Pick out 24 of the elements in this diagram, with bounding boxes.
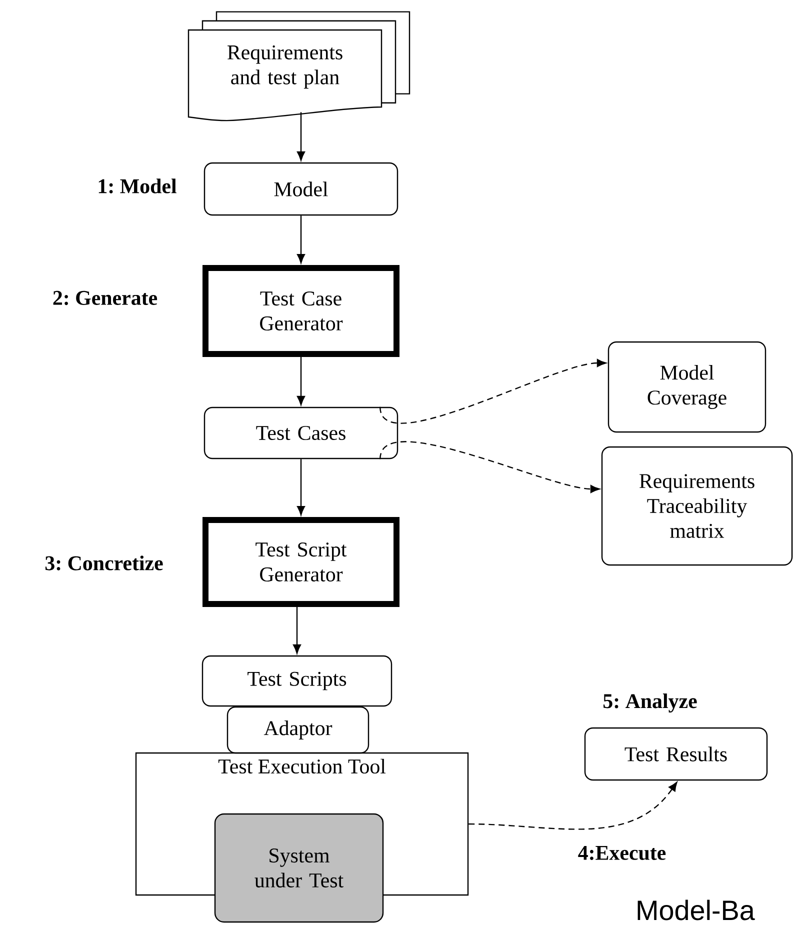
process-box: Test Case Generator [202, 265, 400, 357]
rounded-box: Test Cases [204, 406, 398, 460]
process-box: Test Script Generator [202, 517, 400, 607]
arrow [296, 216, 305, 264]
arrow [380, 359, 606, 424]
title-fragment: Model-Ba [638, 900, 755, 920]
arrow [296, 357, 305, 406]
rounded-box: Adaptor [226, 706, 370, 754]
arrow [296, 459, 305, 516]
rounded-box: Test Results [584, 727, 768, 781]
arrow [380, 441, 600, 494]
arrow [292, 607, 301, 654]
document-stack: Requirements and test plan [188, 11, 410, 122]
system-box: System under Test [214, 813, 384, 923]
arrow [296, 112, 305, 161]
arrow [468, 782, 678, 830]
rounded-box: Model [204, 162, 398, 216]
rounded-box: Test Scripts [202, 655, 392, 707]
rounded-box: Model Coverage [608, 341, 766, 433]
step-label: 2: Generate [53, 290, 158, 306]
step-label: 1: Model [98, 178, 176, 194]
step-label: 3: Concretize [45, 556, 163, 570]
rounded-box: Requirements Traceability matrix [601, 446, 793, 566]
step-label: 4:Execute [578, 846, 666, 860]
